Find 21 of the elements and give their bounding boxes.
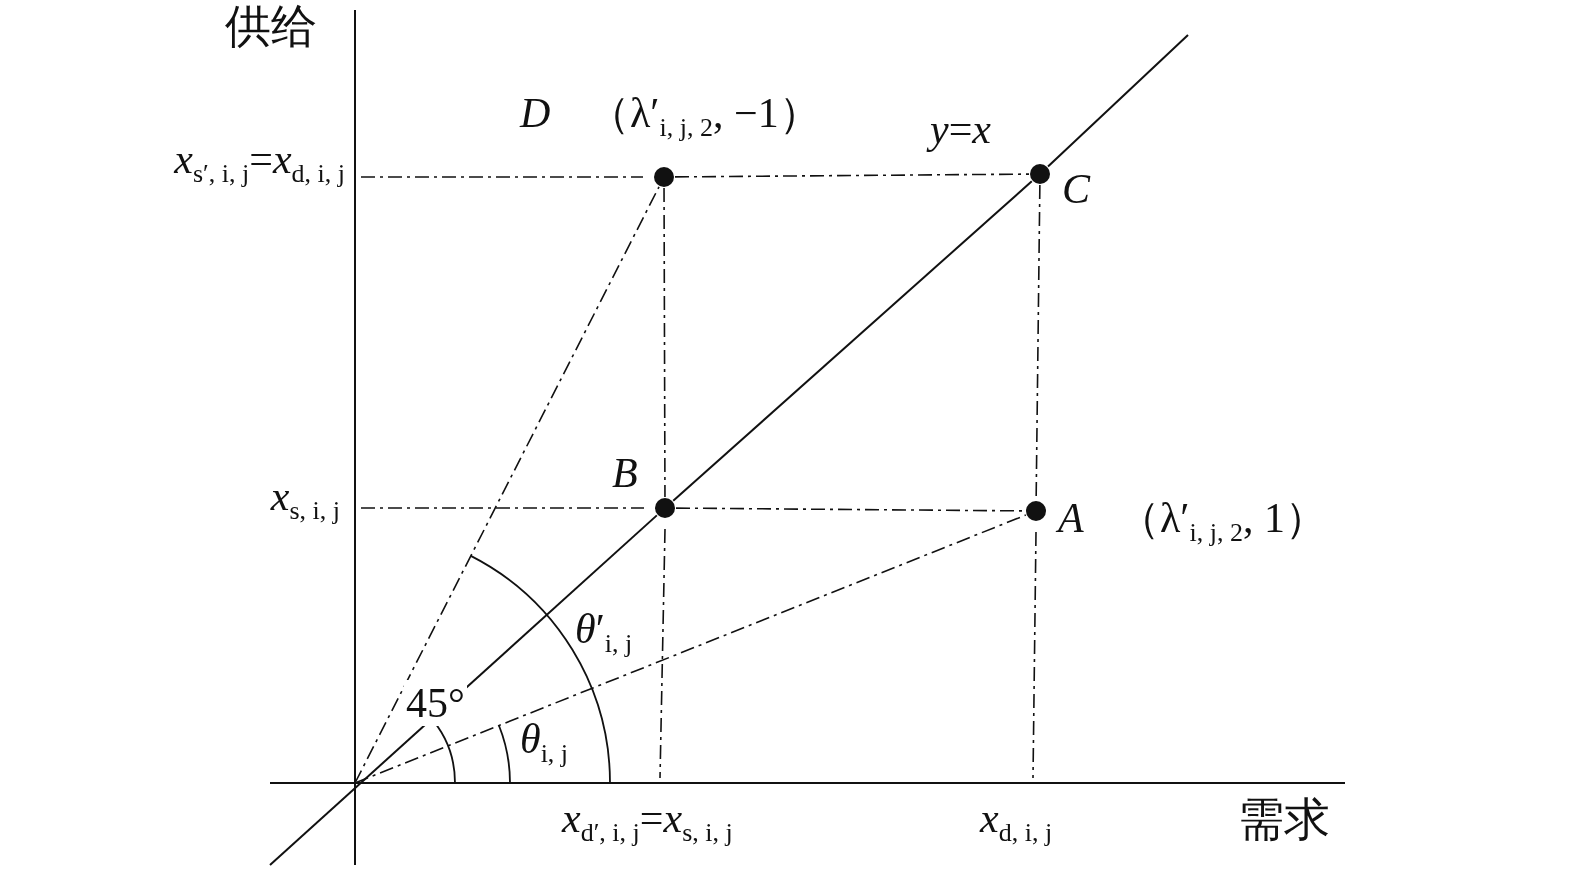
diagonal-line xyxy=(672,180,1033,502)
guide-line xyxy=(354,514,1027,784)
tick-label: x$_{d, i, j}$ xyxy=(980,797,1053,847)
coordinate-label: （λ′$_{i, j, 2}$, 1） xyxy=(1118,497,1327,547)
point-label: C xyxy=(1062,168,1090,210)
angle-label: 45° xyxy=(404,680,467,726)
coordinate-label: （λ′$_{i, j, 2}$, −1） xyxy=(588,92,821,142)
guide-line xyxy=(674,173,1030,178)
guide-line xyxy=(663,187,666,498)
guide-line xyxy=(354,186,660,784)
axis-label: 供给 xyxy=(225,4,317,50)
diagonal-line xyxy=(269,514,658,866)
point-label: B xyxy=(612,452,638,494)
tick-label: x$_{s, i, j}$ xyxy=(270,475,340,525)
point-label: D xyxy=(520,92,551,134)
angle-label: θ′$_{i, j}$ xyxy=(575,608,633,658)
tick-label: x$_{s′, i, j}$=x$_{d, i, j}$ xyxy=(174,138,345,188)
tick-label: x$_{d′, i, j}$=x$_{s, i, j}$ xyxy=(562,797,733,847)
diagonal-line xyxy=(1047,34,1189,168)
axis-label: 需求 xyxy=(1238,797,1330,843)
angle-label: θ$_{i, j}$ xyxy=(520,718,569,768)
